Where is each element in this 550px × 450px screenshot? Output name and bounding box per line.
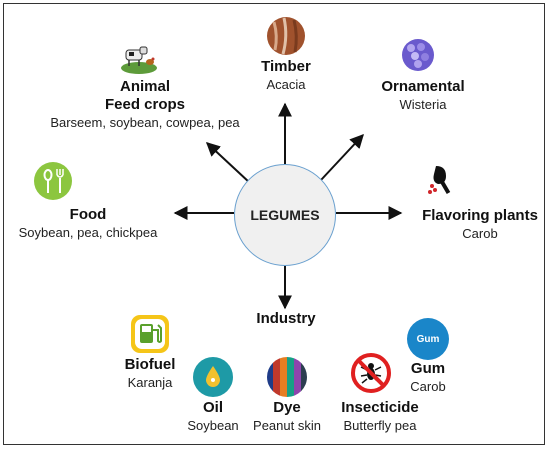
legumes-hub: LEGUMES: [234, 164, 336, 266]
spice-spoon-icon: [428, 166, 451, 195]
timber-title: Timber: [261, 58, 311, 75]
oil-examples: Soybean: [187, 418, 239, 433]
food-examples: Soybean, pea, chickpea: [18, 225, 158, 240]
use-timber: Timber Acacia: [236, 58, 336, 94]
fuel-pump-icon: [131, 315, 169, 353]
hub-label: LEGUMES: [250, 207, 320, 223]
industry-title: Industry: [256, 310, 316, 327]
feed-crops-title: Feed crops: [104, 96, 186, 113]
animal-title: Animal: [119, 78, 170, 95]
biofuel-examples: Karanja: [127, 375, 173, 390]
animal-examples: Barseem, soybean, cowpea, pea: [50, 115, 240, 130]
arrow-to-animal-feed: [205, 142, 251, 184]
insecticide-title: Insecticide: [341, 399, 419, 416]
gum-blob-icon: Gum: [407, 318, 449, 360]
ornamental-title: Ornamental: [381, 78, 465, 95]
food-title: Food: [69, 206, 107, 223]
fork-spoon-icon: [34, 162, 72, 200]
use-animal-feed: Animal Feed crops Barseem, soybean, cowp…: [40, 78, 250, 132]
gum-icon-label: Gum: [416, 333, 440, 345]
oil-drop-icon: [193, 357, 233, 397]
no-insect-icon: [351, 353, 391, 393]
insecticide-examples: Butterfly pea: [343, 418, 417, 433]
flavoring-examples: Carob: [462, 226, 498, 241]
biofuel-title: Biofuel: [124, 356, 176, 373]
ornamental-examples: Wisteria: [399, 97, 447, 112]
dye-colors-icon: [267, 357, 307, 397]
use-ornamental: Ornamental Wisteria: [368, 78, 478, 114]
product-insecticide: Insecticide Butterfly pea: [325, 399, 435, 435]
dye-examples: Peanut skin: [253, 418, 321, 433]
product-dye: Dye Peanut skin: [247, 399, 327, 435]
wood-bark-photo-icon: [267, 17, 305, 55]
arrow-to-ornamental: [320, 133, 364, 181]
gum-examples: Carob: [410, 379, 446, 394]
flavoring-title: Flavoring plants: [422, 207, 538, 224]
livestock-photo-icon: [121, 46, 157, 74]
use-food: Food Soybean, pea, chickpea: [8, 206, 168, 242]
product-biofuel: Biofuel Karanja: [110, 356, 190, 392]
product-gum: Gum Carob: [393, 360, 463, 396]
gum-title: Gum: [410, 360, 446, 377]
oil-title: Oil: [202, 399, 223, 416]
dye-title: Dye: [273, 399, 301, 416]
product-oil: Oil Soybean: [173, 399, 253, 435]
use-flavoring-plants: Flavoring plants Carob: [415, 207, 545, 243]
use-industry: Industry: [236, 310, 336, 328]
wisteria-flower-icon: [402, 39, 434, 71]
timber-examples: Acacia: [266, 77, 306, 92]
